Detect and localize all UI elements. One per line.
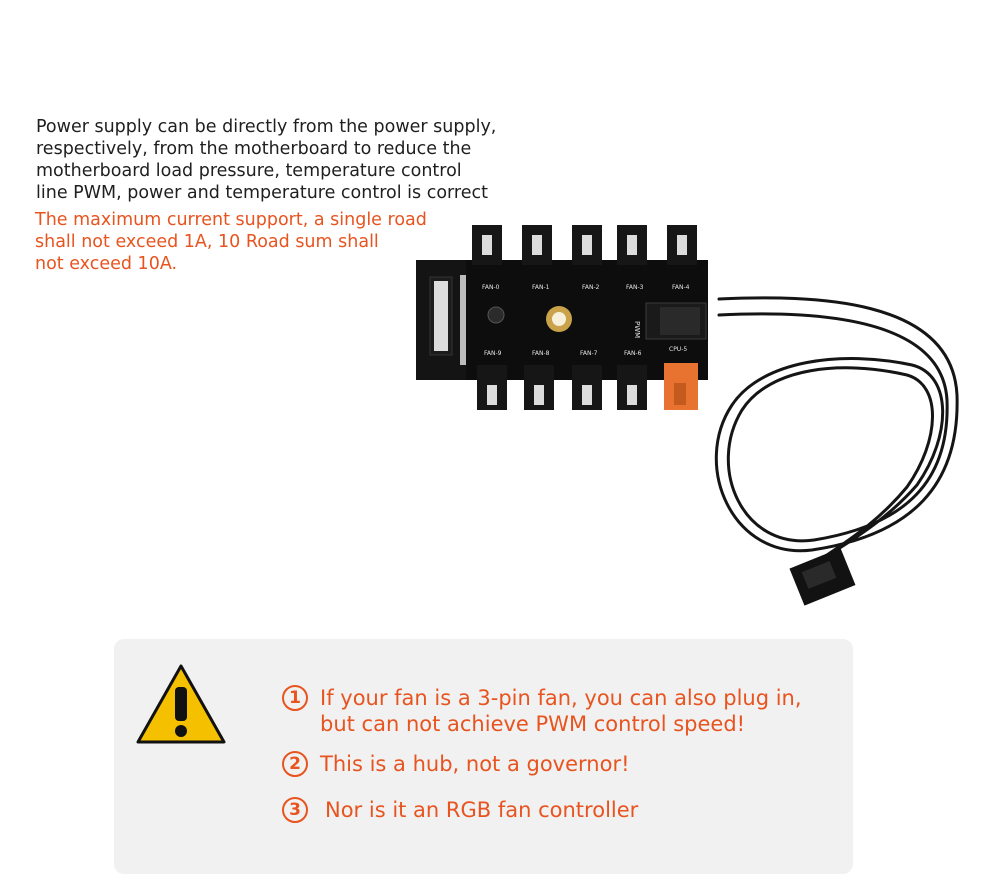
warning-line: The maximum current support, a single ro… (35, 210, 427, 230)
number-badge: 2 (282, 751, 308, 777)
warning-line: shall not exceed 1A, 10 Road sum shall (35, 232, 379, 252)
note-item: 1 If your fan is a 3-pin fan, you can al… (282, 685, 802, 737)
label-cpu-5: CPU-5 (669, 346, 687, 353)
note-line: but can not achieve PWM control speed! (320, 712, 746, 736)
label-fan-6: FAN-6 (624, 350, 642, 357)
pwm-plug (789, 547, 856, 606)
current-warning: The maximum current support, a single ro… (35, 209, 435, 275)
label-fan-2: FAN-2 (582, 284, 600, 291)
number-badge: 1 (282, 685, 308, 711)
pwm-cable (714, 296, 959, 562)
label-fan-9: FAN-9 (484, 350, 502, 357)
label-fan-0: FAN-0 (482, 284, 500, 291)
label-fan-3: FAN-3 (626, 284, 644, 291)
intro-line: Power supply can be directly from the po… (36, 117, 497, 137)
note-line: Nor is it an RGB fan controller (325, 798, 639, 822)
intro-line: respectively, from the motherboard to re… (36, 139, 472, 159)
note-line: If your fan is a 3-pin fan, you can also… (320, 686, 802, 710)
intro-line: motherboard load pressure, temperature c… (36, 161, 462, 181)
label-fan-4: FAN-4 (672, 284, 690, 291)
note-text: This is a hub, not a governor! (320, 751, 630, 777)
note-item: 3 Nor is it an RGB fan controller (282, 797, 638, 823)
pwm-board-label: PWM (633, 321, 641, 338)
notice-panel: 1 If your fan is a 3-pin fan, you can al… (114, 639, 853, 874)
number-badge: 3 (282, 797, 308, 823)
intro-paragraph: Power supply can be directly from the po… (36, 116, 506, 204)
label-fan-1: FAN-1 (532, 284, 550, 291)
note-text: If your fan is a 3-pin fan, you can also… (320, 685, 802, 737)
label-fan-8: FAN-8 (532, 350, 550, 357)
label-fan-7: FAN-7 (580, 350, 598, 357)
note-text: Nor is it an RGB fan controller (325, 797, 638, 823)
warning-line: not exceed 10A. (35, 254, 178, 274)
note-line: This is a hub, not a governor! (320, 752, 630, 776)
warning-triangle-icon (136, 664, 226, 744)
note-item: 2 This is a hub, not a governor! (282, 751, 630, 777)
top-header-labels: FAN-0 FAN-1 FAN-2 FAN-3 FAN-4 (482, 284, 690, 291)
fan-hub-product-image: PWM FAN-0 FAN-1 FAN-2 FAN-3 FAN-4 FAN-9 … (416, 225, 959, 606)
intro-line: line PWM, power and temperature control … (36, 183, 488, 203)
bottom-header-labels: FAN-9 FAN-8 FAN-7 FAN-6 CPU-5 (484, 346, 687, 357)
hub-board: PWM (416, 260, 708, 380)
bottom-fan-headers (477, 363, 698, 410)
top-fan-headers (472, 225, 697, 265)
